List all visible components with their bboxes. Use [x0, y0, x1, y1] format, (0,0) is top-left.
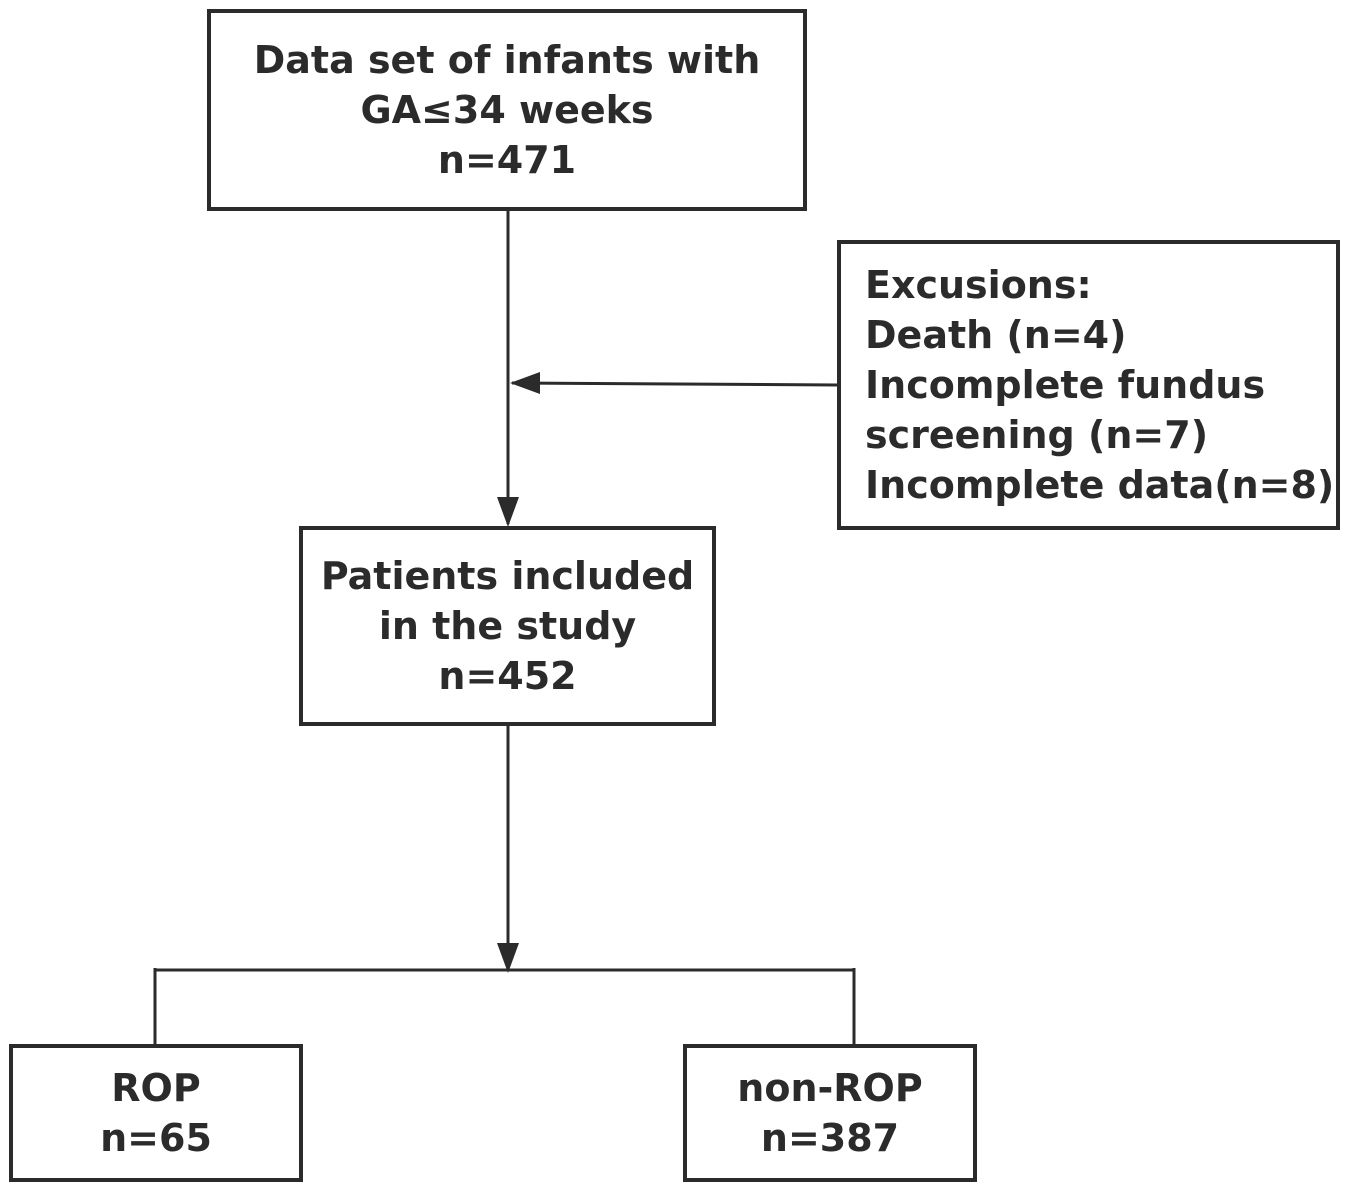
arrowhead-left — [510, 372, 540, 394]
included-box: Patients included in the study n=452 — [299, 526, 716, 726]
arrowhead-down — [497, 497, 519, 527]
rop-count: n=65 — [100, 1116, 212, 1160]
source-line-1: Data set of infants with — [253, 38, 761, 82]
included-line-1: Patients included — [320, 554, 695, 598]
exclusions-line-fundus-1: Incomplete fundus — [865, 363, 1266, 407]
included-line-3: n=452 — [438, 654, 577, 698]
arrow-exclusions-to-main — [511, 381, 839, 387]
exclusions-line-data: Incomplete data(n=8) — [865, 463, 1335, 507]
non-rop-count: n=387 — [760, 1116, 900, 1160]
exclusions-box: Excusions: Death (n=4) Incomplete fundus… — [837, 240, 1340, 530]
rop-label: ROP — [111, 1066, 201, 1110]
non-rop-box: non-ROP n=387 — [683, 1044, 977, 1182]
arrowhead-down-split — [497, 943, 519, 973]
non-rop-label: non-ROP — [737, 1066, 923, 1110]
exclusions-line-fundus-2: screening (n=7) — [865, 413, 1209, 457]
exclusions-heading: Excusions: — [865, 263, 1092, 307]
included-line-2: in the study — [378, 604, 637, 648]
source-line-2: GA≤34 weeks — [360, 88, 654, 132]
exclusions-line-death: Death (n=4) — [865, 313, 1127, 357]
rop-box: ROP n=65 — [9, 1044, 303, 1182]
source-box: Data set of infants with GA≤34 weeks n=4… — [207, 9, 807, 211]
source-line-3: n=471 — [437, 138, 577, 182]
